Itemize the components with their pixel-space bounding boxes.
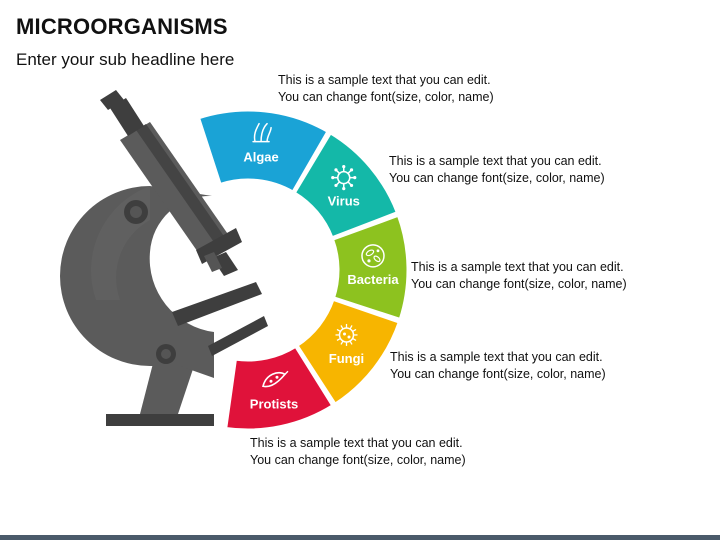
desc-line: You can change font(size, color, name) [278, 90, 494, 104]
desc-line: This is a sample text that you can edit. [390, 350, 603, 364]
virus-icon [331, 165, 357, 191]
algae-icon [252, 122, 272, 143]
segment-fungi [294, 297, 402, 407]
footer-bar [0, 535, 720, 540]
microscope-illustration [60, 90, 268, 426]
segment-bacteria [330, 213, 410, 322]
desc-line: This is a sample text that you can edit. [411, 260, 624, 274]
protists-icon [262, 370, 289, 388]
slide-subtitle: Enter your sub headline here [16, 50, 235, 69]
desc-bacteria: This is a sample text that you can edit.… [411, 259, 627, 293]
segment-virus [292, 130, 400, 240]
slide-title: MICROORGANISMS [16, 14, 228, 39]
segment-label-virus: Virus [328, 194, 360, 209]
desc-virus: This is a sample text that you can edit.… [389, 153, 605, 187]
segment-protists [224, 344, 335, 432]
segment-label-protists: Protists [250, 396, 298, 411]
segment-algae [196, 108, 331, 195]
desc-line: This is a sample text that you can edit. [250, 436, 463, 450]
desc-line: You can change font(size, color, name) [411, 277, 627, 291]
desc-fungi: This is a sample text that you can edit.… [390, 349, 606, 383]
desc-protists: This is a sample text that you can edit.… [250, 435, 466, 469]
desc-line: You can change font(size, color, name) [389, 171, 605, 185]
bacteria-icon [361, 244, 385, 268]
desc-line: You can change font(size, color, name) [250, 453, 466, 467]
fungi-icon [335, 323, 358, 346]
desc-algae: This is a sample text that you can edit.… [278, 72, 494, 106]
segment-label-bacteria: Bacteria [347, 272, 399, 287]
segment-label-algae: Algae [243, 150, 278, 165]
desc-line: This is a sample text that you can edit. [278, 73, 491, 87]
desc-line: You can change font(size, color, name) [390, 367, 606, 381]
segment-label-fungi: Fungi [329, 351, 364, 366]
desc-line: This is a sample text that you can edit. [389, 154, 602, 168]
